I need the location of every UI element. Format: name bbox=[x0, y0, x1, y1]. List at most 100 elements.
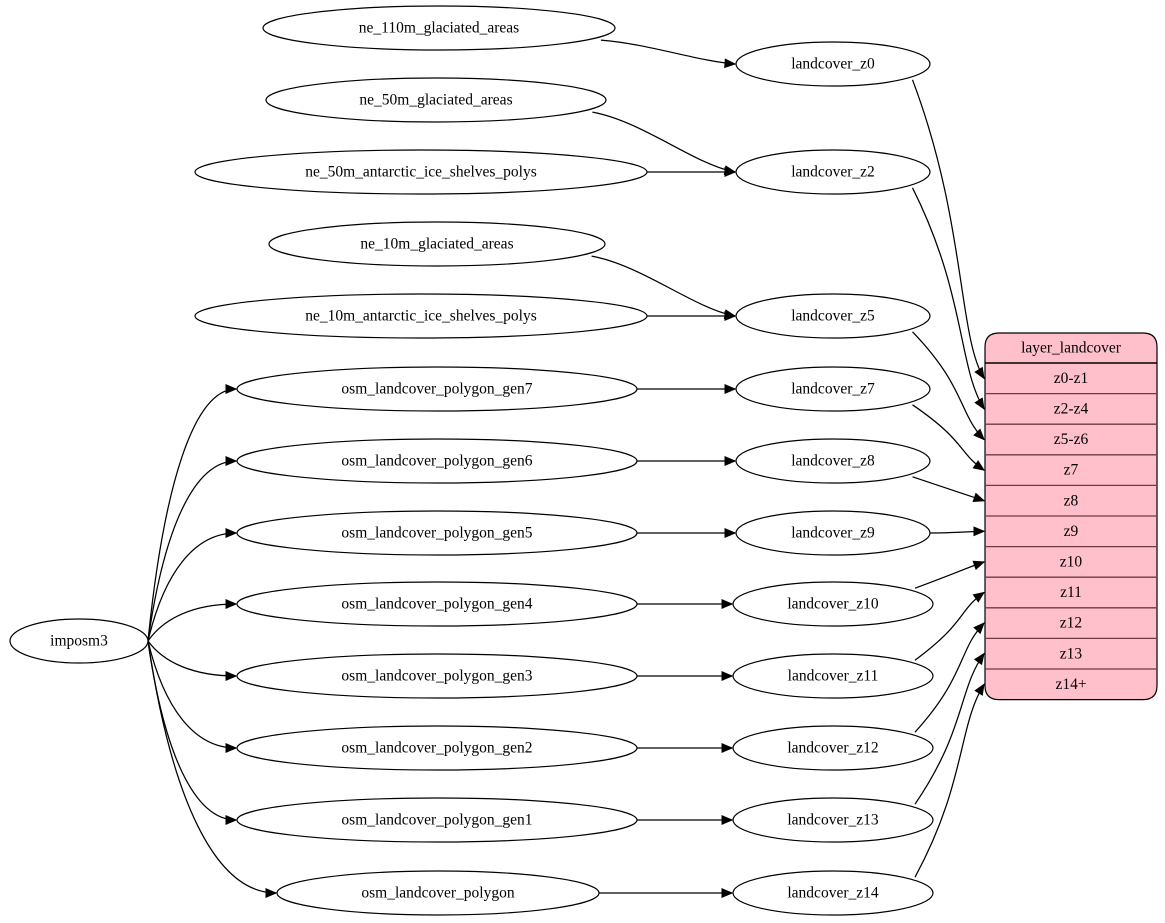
layer-table-row-z0-z1[interactable]: z0-z1 bbox=[1054, 370, 1088, 387]
node-label: landcover_z14 bbox=[787, 885, 878, 902]
layer-table-row-z9[interactable]: z9 bbox=[1064, 523, 1079, 540]
node-label: ne_10m_glaciated_areas bbox=[360, 236, 513, 253]
node-osm-landcover-polygon-gen6[interactable]: osm_landcover_polygon_gen6 bbox=[236, 438, 638, 484]
edge-landcover-z2-to-z2-z4 bbox=[911, 187, 985, 410]
node-label: osm_landcover_polygon_gen7 bbox=[341, 381, 532, 398]
node-landcover-z5[interactable]: landcover_z5 bbox=[735, 293, 931, 339]
edge-imposm3-to-osm-landcover-polygon-gen5 bbox=[147, 532, 237, 642]
node-label: landcover_z9 bbox=[791, 525, 875, 542]
node-landcover-z2[interactable]: landcover_z2 bbox=[735, 149, 931, 195]
node-imposm3[interactable]: imposm3 bbox=[9, 618, 149, 664]
node-landcover-z12[interactable]: landcover_z12 bbox=[732, 725, 934, 771]
node-osm-landcover-polygon[interactable]: osm_landcover_polygon bbox=[276, 870, 600, 916]
layer-table-row-z11[interactable]: z11 bbox=[1060, 584, 1082, 601]
layer-table-row-z2-z4[interactable]: z2-z4 bbox=[1054, 400, 1089, 417]
node-ellipse bbox=[236, 366, 638, 412]
edge-landcover-z5-to-z5-z6 bbox=[912, 331, 985, 440]
edge-arrowhead bbox=[973, 526, 986, 537]
edge-arrowhead bbox=[973, 428, 985, 441]
node-ellipse bbox=[236, 438, 638, 484]
node-label: osm_landcover_polygon_gen2 bbox=[341, 740, 532, 757]
node-landcover-z9[interactable]: landcover_z9 bbox=[735, 510, 931, 556]
layer-table-row-z7[interactable]: z7 bbox=[1064, 462, 1079, 479]
edge-arrowhead bbox=[225, 743, 238, 753]
layer-table-row-z8[interactable]: z8 bbox=[1064, 492, 1079, 509]
edge-imposm3-to-osm-landcover-polygon bbox=[147, 640, 277, 894]
node-landcover-z0[interactable]: landcover_z0 bbox=[735, 41, 931, 87]
layer-table-row-z14[interactable]: z14+ bbox=[1055, 676, 1086, 693]
node-landcover-z14[interactable]: landcover_z14 bbox=[732, 870, 934, 916]
node-label: landcover_z7 bbox=[791, 381, 875, 398]
edge-arrowhead bbox=[974, 366, 985, 380]
layer-table-row-z10[interactable]: z10 bbox=[1060, 553, 1083, 570]
node-label: ne_10m_antarctic_ice_shelves_polys bbox=[305, 308, 537, 325]
layer-landcover-table: layer_landcover z0-z1 z2-z4 z5-z6 z7 z8 z9 z10 z… bbox=[984, 332, 1158, 701]
node-label: landcover_z8 bbox=[791, 453, 875, 470]
node-label: osm_landcover_polygon_gen6 bbox=[341, 453, 532, 470]
node-osm-landcover-polygon-gen1[interactable]: osm_landcover_polygon_gen1 bbox=[236, 797, 638, 843]
edge-landcover-z10-to-z10 bbox=[914, 561, 985, 589]
edge-arrowhead bbox=[974, 683, 985, 696]
node-ne-10m-glaciated-areas[interactable]: ne_10m_glaciated_areas bbox=[268, 221, 606, 267]
edge-arrowhead bbox=[225, 599, 238, 609]
edge-imposm3-to-osm-landcover-polygon-gen4 bbox=[147, 603, 237, 642]
edge-arrowhead bbox=[973, 622, 985, 635]
node-ellipse bbox=[262, 5, 616, 51]
node-osm-landcover-polygon-gen2[interactable]: osm_landcover_polygon_gen2 bbox=[236, 725, 638, 771]
node-ellipse bbox=[732, 581, 934, 627]
edge-arrowhead bbox=[724, 384, 737, 394]
node-label: landcover_z10 bbox=[787, 596, 878, 613]
node-ellipse bbox=[735, 510, 931, 556]
edge-landcover-z12-to-z12 bbox=[914, 622, 985, 733]
node-ne-10m-antarctic-ice-shelves-polys[interactable]: ne_10m_antarctic_ice_shelves_polys bbox=[194, 293, 648, 339]
edge-arrowhead bbox=[265, 888, 278, 898]
node-ellipse bbox=[236, 797, 638, 843]
node-ellipse bbox=[236, 653, 638, 699]
node-ellipse bbox=[735, 149, 931, 195]
edge-imposm3-to-osm-landcover-polygon-gen7 bbox=[147, 388, 237, 642]
edge-ne-110m-glaciated-areas-to-landcover-z0 bbox=[600, 39, 736, 65]
node-label: landcover_z0 bbox=[791, 56, 875, 73]
edge-arrowhead bbox=[225, 671, 238, 681]
edge-arrowhead bbox=[724, 311, 737, 321]
node-osm-landcover-polygon-gen3[interactable]: osm_landcover_polygon_gen3 bbox=[236, 653, 638, 699]
node-label: landcover_z2 bbox=[791, 164, 875, 181]
edge-arrowhead bbox=[721, 888, 734, 898]
node-landcover-z10[interactable]: landcover_z10 bbox=[732, 581, 934, 627]
node-ellipse bbox=[236, 581, 638, 627]
edge-arrowhead bbox=[225, 528, 238, 538]
layer-table-row-z5-z6[interactable]: z5-z6 bbox=[1054, 431, 1089, 448]
edge-arrowhead bbox=[721, 743, 734, 753]
node-ellipse bbox=[9, 618, 149, 664]
node-label: osm_landcover_polygon bbox=[361, 885, 515, 902]
node-ellipse bbox=[236, 510, 638, 556]
node-ellipse bbox=[194, 149, 648, 195]
edge-arrowhead bbox=[724, 528, 737, 538]
node-ne-110m-glaciated-areas[interactable]: ne_110m_glaciated_areas bbox=[262, 5, 616, 51]
node-label: landcover_z11 bbox=[788, 668, 879, 685]
layer-table-row-z13[interactable]: z13 bbox=[1060, 645, 1083, 662]
edge-arrowhead bbox=[973, 652, 985, 666]
node-osm-landcover-polygon-gen5[interactable]: osm_landcover_polygon_gen5 bbox=[236, 510, 638, 556]
layer-table-title: layer_landcover bbox=[1021, 340, 1122, 357]
edge-arrowhead bbox=[225, 815, 238, 825]
edge-arrowhead bbox=[972, 591, 986, 603]
edge-landcover-z13-to-z13 bbox=[914, 653, 985, 805]
node-ellipse bbox=[732, 653, 934, 699]
node-osm-landcover-polygon-gen4[interactable]: osm_landcover_polygon_gen4 bbox=[236, 581, 638, 627]
node-landcover-z11[interactable]: landcover_z11 bbox=[732, 653, 934, 699]
node-ne-50m-antarctic-ice-shelves-polys[interactable]: ne_50m_antarctic_ice_shelves_polys bbox=[194, 149, 648, 195]
node-label: landcover_z12 bbox=[787, 740, 878, 757]
node-landcover-z7[interactable]: landcover_z7 bbox=[735, 366, 931, 412]
edge-arrowhead bbox=[724, 58, 737, 69]
layer-table-row-z12[interactable]: z12 bbox=[1060, 615, 1082, 632]
node-landcover-z8[interactable]: landcover_z8 bbox=[735, 438, 931, 484]
node-label: osm_landcover_polygon_gen5 bbox=[341, 525, 532, 542]
node-ne-50m-glaciated-areas[interactable]: ne_50m_glaciated_areas bbox=[265, 77, 607, 123]
node-landcover-z13[interactable]: landcover_z13 bbox=[732, 797, 934, 843]
node-ellipse bbox=[735, 438, 931, 484]
node-osm-landcover-polygon-gen7[interactable]: osm_landcover_polygon_gen7 bbox=[236, 366, 638, 412]
node-ellipse bbox=[732, 797, 934, 843]
